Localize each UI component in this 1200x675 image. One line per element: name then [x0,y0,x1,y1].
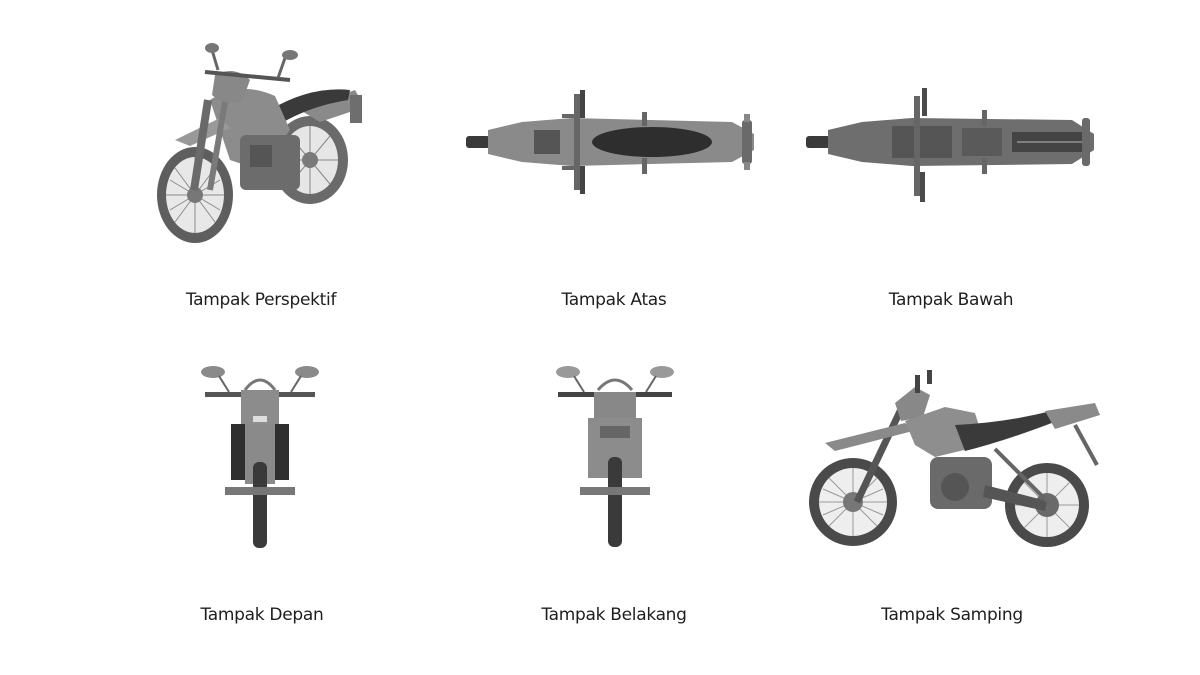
caption-top: Tampak Atas [561,290,667,310]
perspective-view-image [150,40,370,250]
caption-rear: Tampak Belakang [541,605,687,625]
caption-side: Tampak Samping [881,605,1023,625]
rear-view-image [550,362,680,552]
side-view-image [805,365,1105,555]
top-view-image [462,78,762,208]
caption-perspective: Tampak Perspektif [185,290,337,310]
caption-front: Tampak Depan [200,605,324,625]
bottom-view-image [802,78,1102,213]
front-view-image [195,362,325,552]
caption-bottom: Tampak Bawah [888,290,1014,310]
